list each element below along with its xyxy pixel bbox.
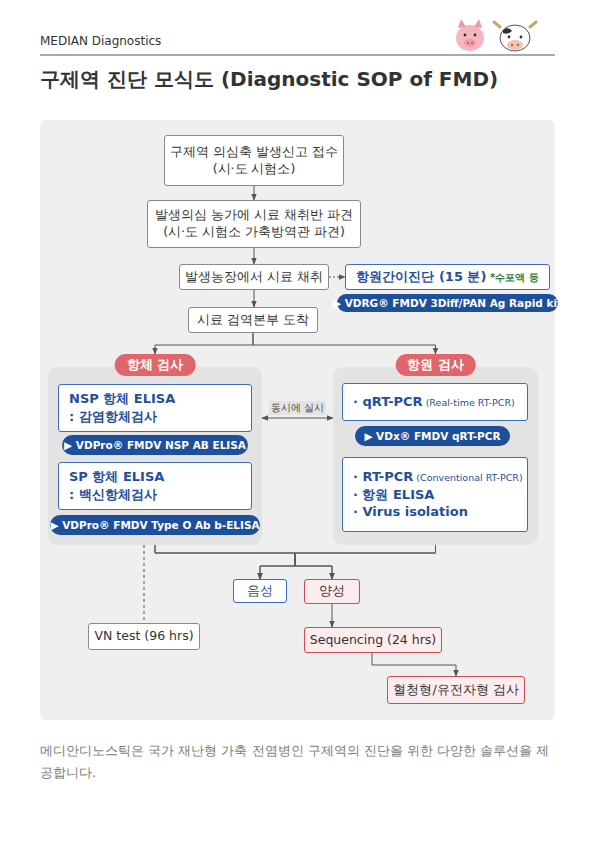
node-text: ▶ VDPro® FMDV NSP AB ELISA <box>64 438 246 452</box>
method-box: · qRT-PCR (Real-time RT-PCR) <box>342 383 528 421</box>
node-text: NSP 항체 ELISA <box>69 390 175 408</box>
process-box: 발생농장에서 시료 채취 <box>179 264 329 290</box>
connector <box>155 545 295 579</box>
text-wrap: ▶ VDPro® FMDV NSP AB ELISA <box>64 438 246 452</box>
product-pill: ▶ VDPro® FMDV Type O Ab b-ELISA <box>50 515 260 535</box>
method-box: · RT-PCR (Conventional RT-PCR) · 항원 ELISA… <box>342 457 528 532</box>
node-text: *수포액 등 <box>486 272 538 283</box>
text-wrap: 발생의심 농가에 시료 채취반 파견(시·도 시험소 가축방역관 파견) <box>155 207 353 241</box>
process-box: 구제역 의심축 발생신고 접수(시·도 시험소) <box>164 135 344 186</box>
test-group: 항원 검사· qRT-PCR (Real-time RT-PCR)▶ VDx® … <box>333 367 538 545</box>
result-box: Sequencing (24 hrs) <box>304 627 442 653</box>
connector <box>262 418 333 419</box>
text-wrap: 항원간이진단 (15 분) *수포액 등 <box>356 268 538 286</box>
node-text: · qRT-PCR <box>353 394 423 409</box>
process-box: 발생의심 농가에 시료 채취반 파견(시·도 시험소 가축방역관 파견) <box>147 200 361 248</box>
node-text: VN test (96 hrs) <box>94 628 193 645</box>
connector <box>254 186 255 200</box>
pig-icon <box>456 19 484 51</box>
node-text: (Real-time RT-PCR) <box>423 397 515 408</box>
connector <box>260 545 436 579</box>
node-text: (시·도 시험소) <box>170 161 338 178</box>
node-text: 혈청형/유전자형 검사 <box>393 682 518 699</box>
method-box: NSP 항체 ELISA: 감염항체검사 <box>58 384 252 432</box>
result-box: 양성 <box>304 579 360 604</box>
text-wrap: 음성 <box>247 582 273 600</box>
text-wrap: VN test (96 hrs) <box>94 628 193 645</box>
node-text: 발생농장에서 시료 채취 <box>185 269 323 286</box>
text-wrap: ▶ VDx® FMDV qRT-PCR <box>364 429 500 443</box>
text-wrap: 혈청형/유전자형 검사 <box>393 682 518 699</box>
product-pill: ▶ VDx® FMDV qRT-PCR <box>355 426 510 446</box>
connector <box>295 545 436 579</box>
node-text: 구제역 의심축 발생신고 접수 <box>170 144 338 161</box>
text-wrap: ▶ VDPro® FMDV Type O Ab b-ELISA <box>50 518 259 532</box>
connector <box>144 545 145 623</box>
node-text: · 항원 ELISA <box>353 486 523 504</box>
connector <box>254 248 255 264</box>
node-text: 양성 <box>319 583 345 600</box>
node-text: · RT-PCR <box>353 469 413 484</box>
text-wrap: SP 항체 ELISA: 백신항체검사 <box>69 468 164 503</box>
node-text: (시·도 시험소 가축방역관 파견) <box>155 224 353 241</box>
node-text: ▶ VDx® FMDV qRT-PCR <box>364 429 500 443</box>
group-heading: 항원 검사 <box>395 354 476 376</box>
connector <box>372 653 456 676</box>
node-text: 음성 <box>247 582 273 600</box>
product-pill: ▶ VDRG® FMDV 3Diff/PAN Ag Rapid kit <box>337 294 558 312</box>
result-box: 혈청형/유전자형 검사 <box>387 676 525 704</box>
node-text: 시료 검역본부 도착 <box>197 312 309 329</box>
node-text: ▶ VDPro® FMDV Type O Ab b-ELISA <box>50 518 259 532</box>
result-box: 음성 <box>233 579 287 603</box>
node-text: 발생의심 농가에 시료 채취반 파견 <box>155 207 353 224</box>
node-text: : 감염항체검사 <box>69 408 175 426</box>
connector <box>155 333 253 354</box>
text-wrap: Sequencing (24 hrs) <box>310 632 436 649</box>
brand-name: MEDIAN Diagnostics <box>40 34 161 48</box>
page-title: 구제역 진단 모식도 (Diagnostic SOP of FMD) <box>40 66 498 93</box>
edge-label: 동시에 실시 <box>269 401 326 415</box>
group-heading: 항체 검사 <box>115 354 196 376</box>
process-box: 시료 검역본부 도착 <box>188 307 318 333</box>
text-wrap: 양성 <box>319 583 345 600</box>
node-text: · Virus isolation <box>353 503 523 521</box>
node-text: ▶ VDRG® FMDV 3Diff/PAN Ag Rapid kit <box>333 296 562 310</box>
node-text: Sequencing (24 hrs) <box>310 632 436 649</box>
product-pill: ▶ VDPro® FMDV NSP AB ELISA <box>62 435 248 455</box>
node-text: SP 항체 ELISA <box>69 468 164 486</box>
cow-icon <box>494 22 536 51</box>
method-box: 항원간이진단 (15 분) *수포액 등 <box>345 264 550 290</box>
text-wrap: NSP 항체 ELISA: 감염항체검사 <box>69 390 175 425</box>
text-wrap: 구제역 의심축 발생신고 접수(시·도 시험소) <box>170 144 338 178</box>
method-box: SP 항체 ELISA: 백신항체검사 <box>58 462 252 510</box>
process-box: VN test (96 hrs) <box>88 623 200 650</box>
connector <box>155 545 332 579</box>
node-text: : 백신항체검사 <box>69 486 164 504</box>
text-wrap: · qRT-PCR (Real-time RT-PCR) <box>353 393 515 411</box>
text-wrap: 시료 검역본부 도착 <box>197 312 309 329</box>
connector <box>329 277 345 278</box>
connector <box>332 604 333 627</box>
connector <box>254 290 255 307</box>
caption: 메디안디노스틱은 국가 재난형 가축 전염병인 구제역의 진단을 위한 다양한 … <box>40 740 555 784</box>
text-wrap: · RT-PCR (Conventional RT-PCR) · 항원 ELISA… <box>353 468 523 521</box>
test-group: 항체 검사NSP 항체 ELISA: 감염항체검사▶ VDPro® FMDV N… <box>48 367 262 545</box>
text-wrap: ▶ VDRG® FMDV 3Diff/PAN Ag Rapid kit <box>333 296 562 310</box>
connector <box>253 333 436 354</box>
node-text: 항원간이진단 (15 분) <box>356 269 486 284</box>
header-rule <box>40 55 555 56</box>
text-wrap: 발생농장에서 시료 채취 <box>185 269 323 286</box>
node-text: (Conventional RT-PCR) <box>413 472 522 483</box>
